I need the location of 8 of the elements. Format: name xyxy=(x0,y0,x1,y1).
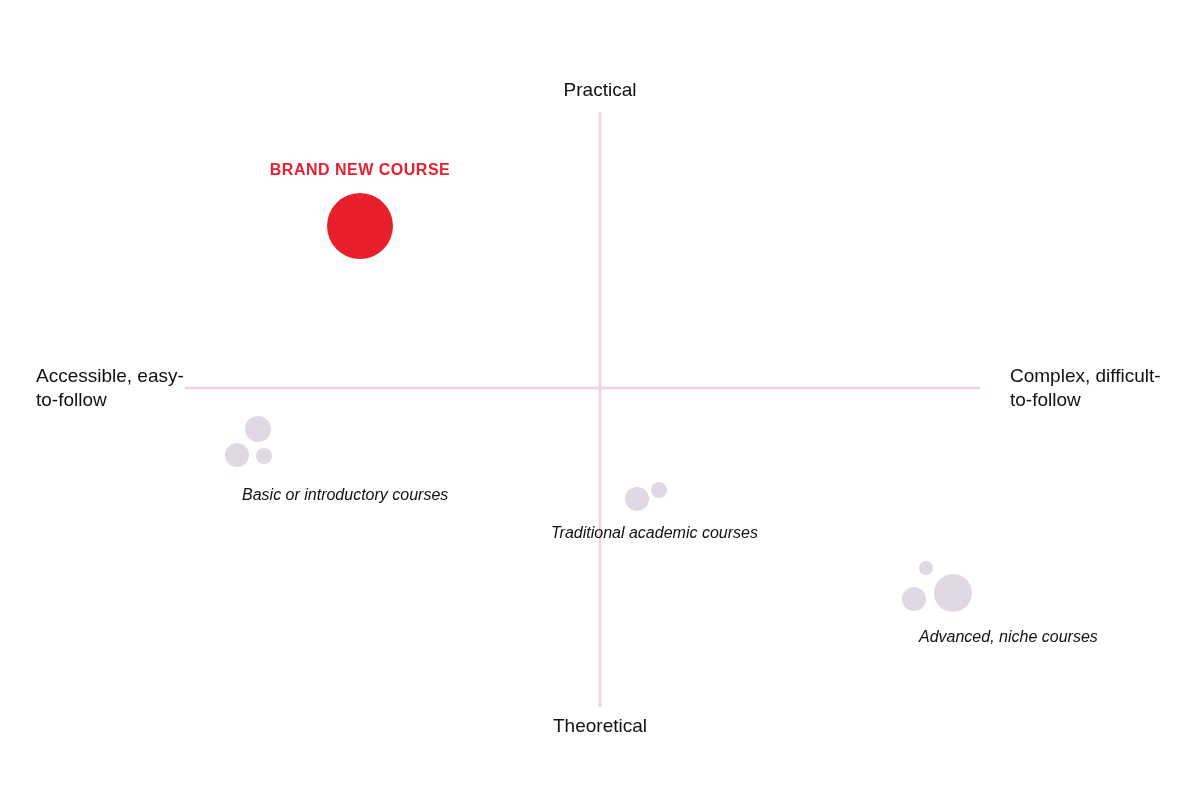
category-label: Advanced, niche courses xyxy=(919,628,1098,646)
axis-label: Practical xyxy=(562,78,638,102)
category-label: Basic or introductory courses xyxy=(242,486,449,504)
category-label: Traditional academic courses xyxy=(551,524,758,542)
axis-label: Theoretical xyxy=(552,714,648,738)
axis-label: Accessible, easy-to-follow xyxy=(36,364,185,412)
course-label: BRAND NEW COURSE xyxy=(269,161,451,179)
axis-label: Complex, difficult-to-follow xyxy=(1010,364,1162,412)
